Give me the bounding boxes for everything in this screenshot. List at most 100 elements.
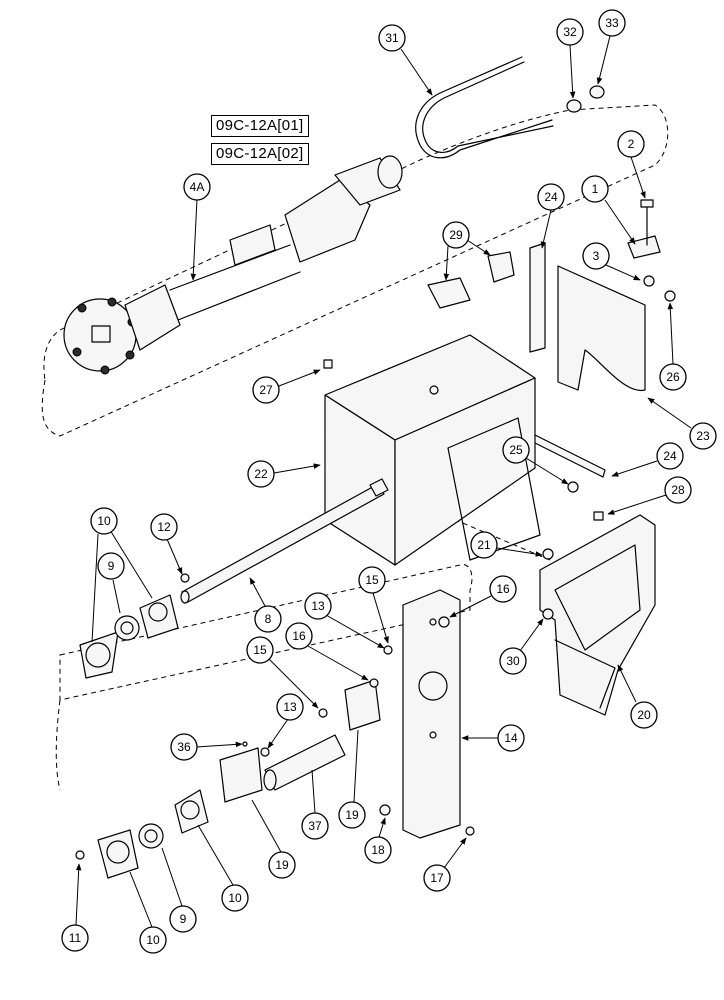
callout-30: 30 — [499, 618, 544, 675]
svg-text:27: 27 — [259, 383, 273, 397]
callout-28: 28 — [607, 476, 692, 515]
flange-part-lower-left — [97, 829, 139, 879]
callout-26: 26 — [659, 302, 687, 391]
svg-text:20: 20 — [637, 708, 651, 722]
callout-27: 27 — [252, 369, 321, 404]
callout-36: 36 — [170, 733, 243, 761]
svg-text:31: 31 — [385, 31, 399, 45]
svg-text:15: 15 — [365, 573, 379, 587]
driveline-group-outline — [41, 104, 669, 437]
svg-text:9: 9 — [180, 912, 187, 926]
svg-text:18: 18 — [371, 843, 385, 857]
callout-23: 23 — [647, 397, 717, 450]
svg-text:13: 13 — [283, 700, 297, 714]
callout-19-lower: 19 — [251, 799, 296, 879]
svg-text:30: 30 — [506, 654, 520, 668]
svg-text:10: 10 — [146, 933, 160, 947]
svg-text:9: 9 — [108, 559, 115, 573]
callout-13-lower: 13 — [267, 693, 304, 749]
half-bracket-part-lower — [219, 747, 263, 803]
callout-22: 22 — [247, 460, 321, 488]
callout-31: 31 — [378, 24, 433, 96]
callout-24-upper: 24 — [537, 183, 565, 249]
callout-2: 2 — [617, 130, 646, 199]
callout-1: 1 — [581, 175, 636, 245]
callout-15-lower: 15 — [246, 636, 319, 709]
svg-text:4A: 4A — [190, 180, 205, 194]
bearing-part-lower — [138, 823, 164, 849]
callout-11: 11 — [61, 863, 89, 952]
flange-part-upper-left — [79, 631, 119, 679]
svg-text:26: 26 — [666, 370, 680, 384]
callout-10-lower-right: 10 — [197, 824, 249, 912]
side-frame-part — [539, 514, 656, 716]
callout-21: 21 — [470, 531, 543, 559]
nut-part-32 — [566, 99, 582, 113]
callout-37: 37 — [301, 769, 329, 840]
svg-text:1: 1 — [592, 182, 599, 196]
tube-part — [263, 734, 346, 791]
half-bracket-part-upper — [344, 679, 381, 731]
svg-text:11: 11 — [69, 931, 82, 945]
callout-9-lower: 9 — [161, 847, 197, 933]
svg-text:24: 24 — [663, 449, 677, 463]
callout-16-upper: 16 — [449, 575, 517, 618]
handle-part — [427, 251, 515, 309]
reference-label-1: 09C-12A[01] — [211, 115, 309, 137]
callout-15-upper: 15 — [358, 566, 389, 644]
hardware-parts — [75, 290, 676, 860]
svg-text:12: 12 — [157, 520, 171, 534]
svg-text:2: 2 — [628, 137, 635, 151]
callout-32: 32 — [556, 18, 584, 99]
svg-text:36: 36 — [177, 740, 191, 754]
strip-part-upper — [529, 242, 546, 353]
svg-text:13: 13 — [311, 599, 325, 613]
bearing-group-outline — [55, 564, 473, 791]
svg-text:8: 8 — [265, 612, 272, 626]
callout-18: 18 — [364, 817, 392, 864]
svg-text:10: 10 — [97, 514, 111, 528]
u-bolt-part — [415, 56, 554, 159]
reference-label-2: 09C-12A[02] — [211, 143, 309, 165]
svg-text:3: 3 — [593, 249, 600, 263]
callout-3: 3 — [582, 242, 641, 281]
svg-text:29: 29 — [449, 228, 463, 242]
callout-13-upper: 13 — [304, 592, 385, 649]
svg-text:25: 25 — [509, 443, 523, 457]
svg-text:15: 15 — [253, 643, 267, 657]
svg-text:19: 19 — [345, 808, 359, 822]
callout-9-upper: 9 — [97, 552, 125, 614]
callout-16-lower: 16 — [285, 622, 369, 681]
callout-29: 29 — [442, 221, 491, 281]
callout-10-upper: 10 — [90, 507, 153, 643]
svg-text:24: 24 — [544, 190, 558, 204]
callout-20: 20 — [617, 664, 658, 729]
vertical-plate-part — [402, 589, 461, 839]
bearing-part-upper — [114, 615, 140, 641]
callout-8: 8 — [249, 577, 282, 633]
callout-25: 25 — [502, 436, 569, 485]
callout-17: 17 — [423, 837, 467, 892]
main-bracket-part — [324, 334, 541, 566]
driveshaft-part — [63, 155, 403, 375]
svg-text:28: 28 — [671, 483, 685, 497]
svg-text:19: 19 — [275, 858, 289, 872]
flange-part-upper-right — [139, 594, 179, 639]
nut-part-33 — [589, 85, 605, 99]
flange-part-lower-right — [174, 789, 209, 834]
svg-text:17: 17 — [430, 871, 444, 885]
svg-text:23: 23 — [696, 429, 710, 443]
long-shaft-part — [180, 478, 389, 604]
clamp-part — [627, 199, 661, 287]
callout-14: 14 — [461, 724, 525, 752]
svg-text:16: 16 — [496, 582, 510, 596]
guard-plate-part — [557, 265, 646, 391]
svg-text:16: 16 — [292, 629, 306, 643]
callout-4a: 4A — [183, 173, 211, 281]
svg-text:33: 33 — [605, 16, 619, 30]
svg-text:32: 32 — [563, 25, 577, 39]
svg-text:37: 37 — [308, 819, 322, 833]
callout-33: 33 — [596, 9, 626, 85]
svg-text:14: 14 — [504, 731, 518, 745]
